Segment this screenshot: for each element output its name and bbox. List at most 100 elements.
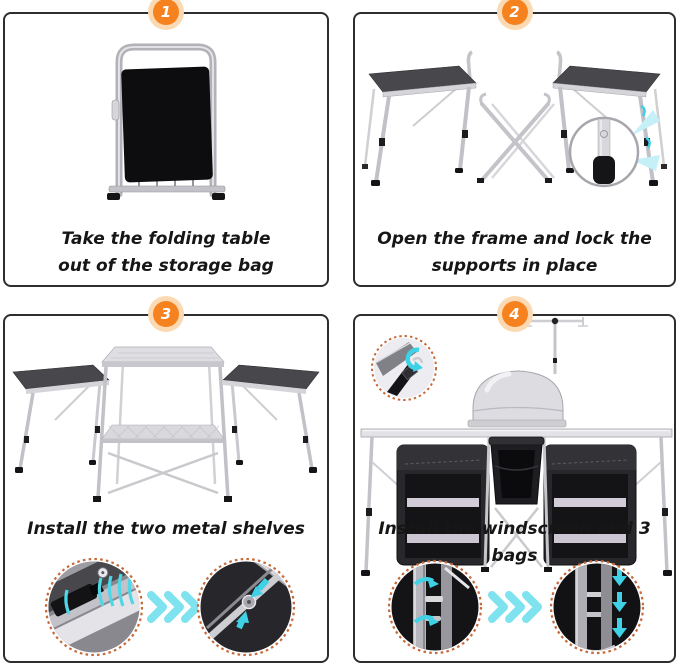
foot-cap: [89, 460, 96, 465]
foot-cap: [455, 168, 463, 173]
cyan-arrow-icon: [250, 578, 270, 598]
shelves-illustration: [12, 346, 321, 657]
rubber-foot: [593, 156, 615, 184]
center-bag: [481, 436, 552, 572]
step-number: 1: [160, 3, 172, 21]
foot-cap: [107, 193, 120, 200]
step-number: 2: [509, 3, 520, 21]
upper-shelf-top: [101, 346, 225, 363]
step-2-panel: 2: [353, 0, 676, 287]
strap-detail-circle: [371, 335, 437, 401]
side-table: [362, 50, 477, 186]
leg-detail-circle: [568, 116, 640, 188]
side-table-mirrored: [221, 363, 321, 475]
step-2-number-badge: 2: [501, 0, 528, 25]
unit-leg: [218, 366, 230, 499]
lantern-pole: [522, 317, 588, 374]
x-brace: [107, 451, 219, 495]
latch-detail-circle-after: [196, 557, 296, 657]
cabinet-flap: [397, 445, 489, 470]
cyan-arrow-icon: [413, 577, 439, 588]
upper-shelf-edge: [102, 362, 224, 367]
leg-adjuster: [95, 426, 100, 433]
cyan-arrow-icon: [612, 566, 627, 638]
foot-cap: [212, 193, 225, 200]
cyan-arrow-icon: [405, 347, 423, 372]
table-leg: [458, 86, 471, 171]
foot-cap: [362, 164, 368, 169]
support-hook: [466, 50, 473, 81]
tabletop-edge: [26, 380, 109, 394]
step-4-panel: 4: [353, 301, 676, 663]
cyan-arrow-icon: [413, 615, 439, 626]
pole-detail-circle-after: [549, 559, 645, 655]
cyan-beam: [631, 110, 660, 136]
unit-leg: [96, 366, 108, 499]
lock-pin: [587, 592, 601, 597]
outer-legs: [361, 436, 672, 576]
open-frame-illustration: [362, 50, 669, 188]
leg-brace: [412, 87, 458, 127]
step-3-number-badge: 3: [153, 301, 179, 327]
chevron-arrows-icon: [147, 591, 201, 623]
foot-cap: [224, 496, 232, 502]
foot-cap: [545, 178, 552, 183]
windscreen-dome: [467, 370, 567, 428]
foot-cap: [15, 467, 23, 473]
step-number: 3: [160, 305, 172, 323]
table-leg: [18, 392, 35, 470]
lock-pin: [425, 596, 443, 602]
lock-pin: [587, 612, 601, 617]
caption-line: Take the folding table: [61, 229, 271, 249]
step-caption: Install the two metal shelves: [5, 516, 327, 543]
fabric-shelf: [407, 534, 479, 543]
x-frame: [477, 92, 555, 183]
foot-cap: [371, 180, 380, 186]
caption-line: Open the frame and lock the: [377, 229, 652, 249]
step-1-panel: 1 Take the folding table out of the stor…: [3, 0, 329, 287]
pole-detail-circle-before: [387, 559, 483, 655]
fabric-shelf: [407, 498, 479, 507]
caption-line: out of the storage bag: [58, 256, 274, 276]
caption-line: Install the windscreen and 3 bags: [378, 519, 651, 566]
leg-adjuster: [462, 130, 468, 138]
x-brace: [494, 507, 543, 568]
cyan-beam: [632, 155, 660, 171]
shelf-edge: [102, 439, 224, 443]
frame-highlight: [118, 46, 214, 194]
foot-cap: [477, 178, 484, 183]
logo-mark: [600, 130, 608, 138]
center-shelf-unit: [93, 346, 232, 502]
zipper: [404, 459, 483, 465]
cyan-lock-mark: [640, 104, 646, 117]
cabinet-opening: [405, 474, 481, 558]
leg-adjuster: [24, 436, 29, 443]
storage-cabinet: [396, 444, 490, 566]
step-caption: Open the frame and lock the supports in …: [355, 226, 674, 280]
cyan-arrow-icon: [236, 611, 249, 630]
tabletop-edge: [382, 82, 477, 98]
caption-line: supports in place: [431, 256, 598, 276]
folded-tabletop-panel: [121, 66, 213, 183]
leg-brace: [54, 383, 92, 421]
side-table: [12, 364, 110, 473]
hanger-knob: [551, 317, 559, 325]
slide-latch: [50, 583, 98, 617]
chevron-arrows-icon: [488, 591, 542, 623]
step-4-number-badge: 4: [501, 301, 528, 327]
foot-cap: [93, 496, 101, 502]
folded-table-illustration: [107, 43, 226, 200]
step-caption: Install the windscreen and 3 bags: [355, 516, 674, 570]
bottom-bar: [108, 185, 226, 193]
x-brace: [490, 507, 539, 568]
latch-detail-circle-before: [44, 557, 144, 657]
shelf-mesh: [108, 425, 220, 439]
step-1-number-badge: 1: [153, 0, 179, 25]
step-3-panel: 3: [3, 301, 329, 663]
table-leg: [363, 88, 376, 167]
leg-adjuster: [379, 138, 385, 146]
folded-table: [107, 43, 226, 200]
step-number: 4: [509, 305, 520, 323]
kitchen-illustration: [360, 317, 673, 655]
